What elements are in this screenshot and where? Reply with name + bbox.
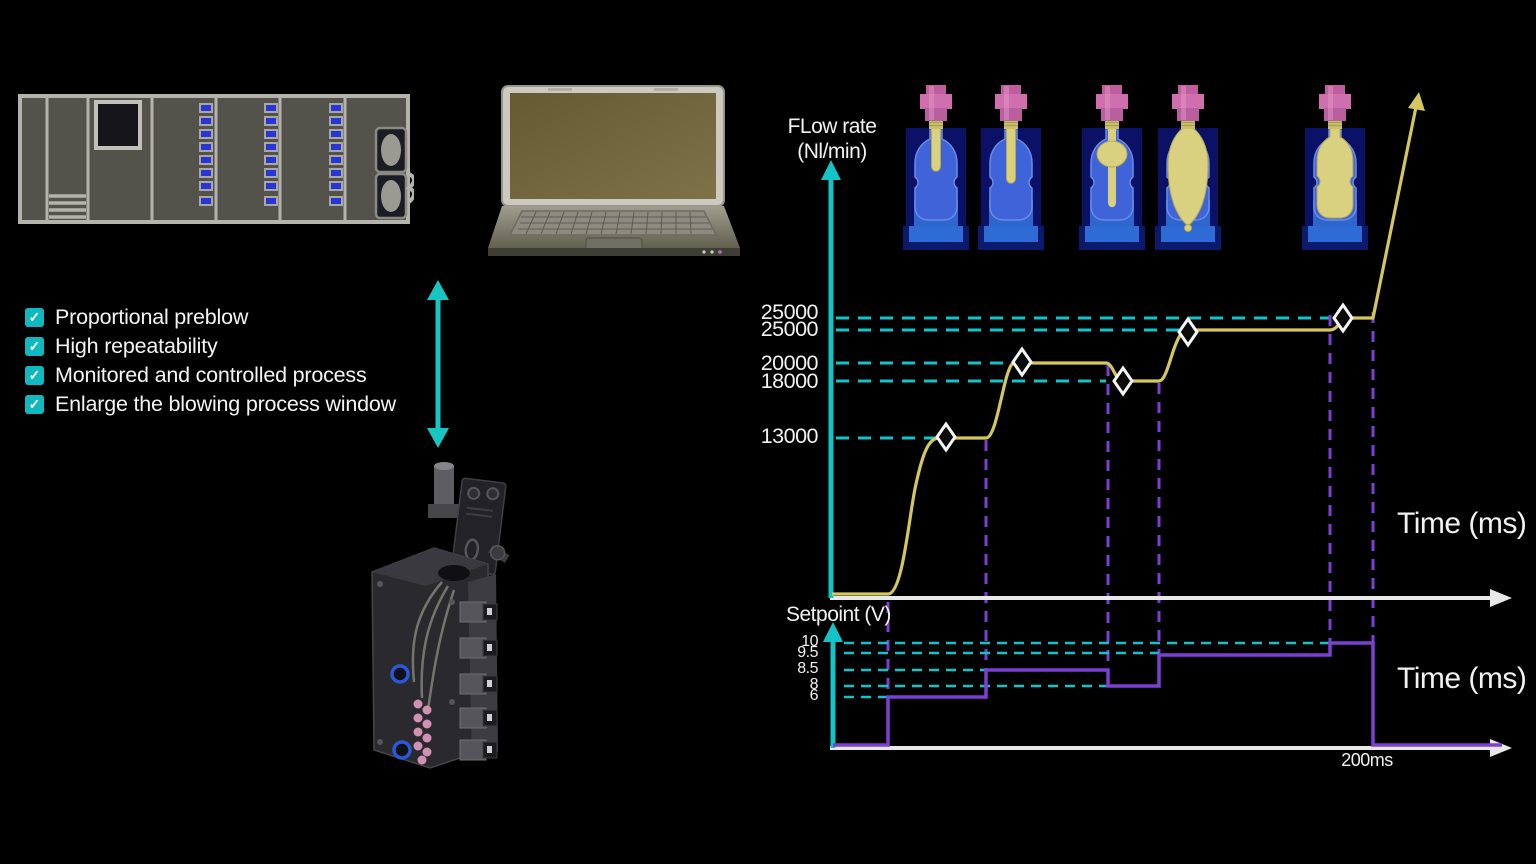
diamond-marker	[1177, 316, 1199, 348]
setpoint-ytick-10: 10	[801, 633, 818, 650]
flow-ytick-18000: 18000	[760, 369, 819, 393]
flow-chart-axes	[821, 160, 1512, 607]
feature-checklist: ✓ Proportional preblow ✓ High repeatabil…	[25, 303, 396, 419]
diamond-marker	[1112, 365, 1134, 397]
valve-port-hole	[438, 565, 470, 581]
checklist-item: ✓ Proportional preblow	[25, 303, 396, 332]
laptop-status-leds	[702, 250, 722, 254]
checklist-item-label: Enlarge the blowing process window	[55, 392, 396, 416]
bottle-stage-5	[1301, 85, 1369, 251]
flow-xaxis-label: Time (ms)	[1397, 507, 1527, 540]
setpoint-step-line	[833, 641, 1502, 747]
flow-ytick-20000: 20000	[760, 351, 819, 375]
preform-icon	[1006, 123, 1016, 184]
proportional-valve-block-illustration	[371, 462, 510, 769]
setpoint-ytick-8: 8	[809, 676, 819, 693]
bottle-stage-3	[1078, 85, 1146, 251]
blow-molding-machine-illustration	[18, 94, 414, 224]
laptop-screen	[510, 93, 716, 199]
diamond-marker	[1332, 302, 1354, 334]
preform-icon	[931, 123, 941, 172]
check-icon: ✓	[25, 395, 44, 414]
valve-screws	[377, 581, 455, 745]
flow-ytick-13000: 13000	[760, 424, 819, 448]
curve-arrow-icon	[1408, 92, 1425, 111]
preblow-bulb-icon	[1096, 140, 1128, 168]
setpoint-ytick-8-5: 8.5	[797, 660, 818, 677]
valve-block-top-face	[372, 548, 488, 586]
y-axis-arrow-icon	[821, 160, 841, 180]
double-headed-vertical-arrow-icon	[427, 280, 449, 448]
machine-frame	[18, 94, 410, 224]
valve-solenoid-row	[459, 601, 498, 761]
lid-latch-right	[654, 88, 678, 91]
keyboard-key-grid	[518, 211, 712, 235]
bottle-stage-2	[977, 85, 1045, 251]
laptop-front-edge	[488, 248, 740, 256]
flow-axis-title-line1: FLow rate	[787, 115, 877, 138]
formed-bottle-icon	[1316, 123, 1354, 219]
checklist-item-label: High repeatability	[55, 334, 218, 358]
checklist-item: ✓ Monitored and controlled process	[25, 361, 396, 390]
setpoint-ytick-9-5: 9.5	[797, 644, 818, 661]
checklist-item-label: Monitored and controlled process	[55, 363, 367, 387]
machine-gauge-windows	[374, 126, 408, 220]
checklist-item: ✓ Enlarge the blowing process window	[25, 390, 396, 419]
lid-latch-left	[548, 88, 572, 91]
diamond-marker	[935, 421, 957, 453]
flow-ytick-25000a: 25000	[760, 300, 819, 324]
valve-blue-grommet	[392, 740, 412, 760]
bottle-stage-4	[1154, 85, 1222, 251]
diamond-marker	[1011, 346, 1033, 378]
setpoint-ytick-6: 6	[809, 687, 819, 704]
valve-blue-grommet	[390, 664, 410, 684]
check-icon: ✓	[25, 366, 44, 385]
flow-setpoint-guides	[836, 316, 1330, 440]
machine-window	[94, 100, 142, 150]
machine-led-columns	[199, 103, 343, 206]
checklist-item-label: Proportional preblow	[55, 305, 249, 329]
flow-rate-curve	[832, 101, 1419, 596]
setpoint-xaxis-label: Time (ms)	[1397, 662, 1527, 695]
machine-vent-icon	[49, 194, 86, 219]
y-axis-arrow-icon	[823, 622, 843, 642]
laptop-illustration	[488, 85, 740, 256]
setpoint-axis-title: Setpoint (V)	[786, 603, 891, 626]
checklist-item: ✓ High repeatability	[25, 332, 396, 361]
x-axis-arrow-icon	[1490, 739, 1512, 757]
check-icon: ✓	[25, 337, 44, 356]
setpoint-change-markers	[935, 302, 1354, 453]
flow-axis-title: FLow rate (Nl/min)	[768, 114, 896, 164]
bottle-stage-1	[902, 85, 970, 251]
x-axis-arrow-icon	[1490, 589, 1512, 607]
machine-panel-dividers	[45, 98, 347, 220]
flow-ytick-25000b: 25000	[760, 317, 819, 341]
valve-top-unit	[428, 462, 510, 576]
setpoint-level-guides	[844, 641, 1330, 699]
machine-handle-icon	[405, 172, 414, 204]
valve-pink-connectors	[413, 699, 432, 765]
flow-and-setpoint-charts	[821, 85, 1512, 757]
check-icon: ✓	[25, 308, 44, 327]
time-sync-guides	[886, 312, 1375, 745]
flow-axis-title-line2: (Nl/min)	[797, 140, 867, 163]
duration-annotation: 200ms	[1341, 750, 1393, 770]
